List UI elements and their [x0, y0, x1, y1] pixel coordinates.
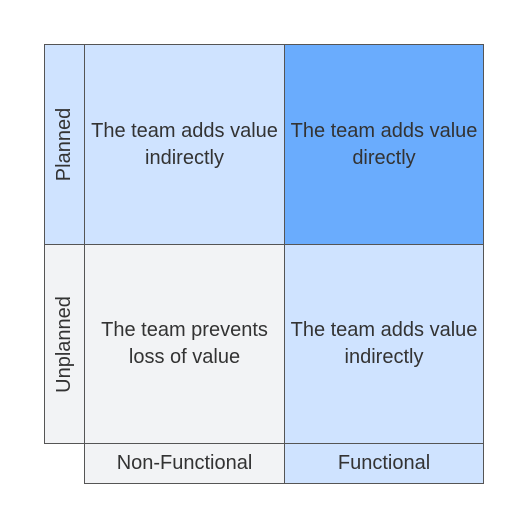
- column-label-functional: Functional: [284, 443, 484, 484]
- column-label-nonfunctional-text: Non-Functional: [116, 452, 253, 474]
- cell-unplanned-nonfunctional-text: The team prevents loss of value: [101, 319, 268, 368]
- row-label-unplanned: Unplanned: [44, 244, 85, 444]
- row-label-planned-text: Planned: [53, 107, 75, 182]
- cell-unplanned-nonfunctional: The team prevents loss of value: [84, 244, 285, 444]
- cell-unplanned-functional-text: The team adds value indirectly: [290, 319, 478, 368]
- row-label-planned: Planned: [44, 44, 85, 245]
- cell-planned-nonfunctional-text: The team adds value indirectly: [91, 119, 278, 169]
- row-label-unplanned-text: Unplanned: [53, 295, 75, 393]
- cell-planned-functional-text: The team adds value directly: [290, 119, 478, 169]
- column-label-nonfunctional: Non-Functional: [84, 443, 285, 484]
- column-label-functional-text: Functional: [337, 452, 431, 474]
- cell-unplanned-functional: The team adds value indirectly: [284, 244, 484, 444]
- cell-planned-functional: The team adds value directly: [284, 44, 484, 245]
- cell-planned-nonfunctional: The team adds value indirectly: [84, 44, 285, 245]
